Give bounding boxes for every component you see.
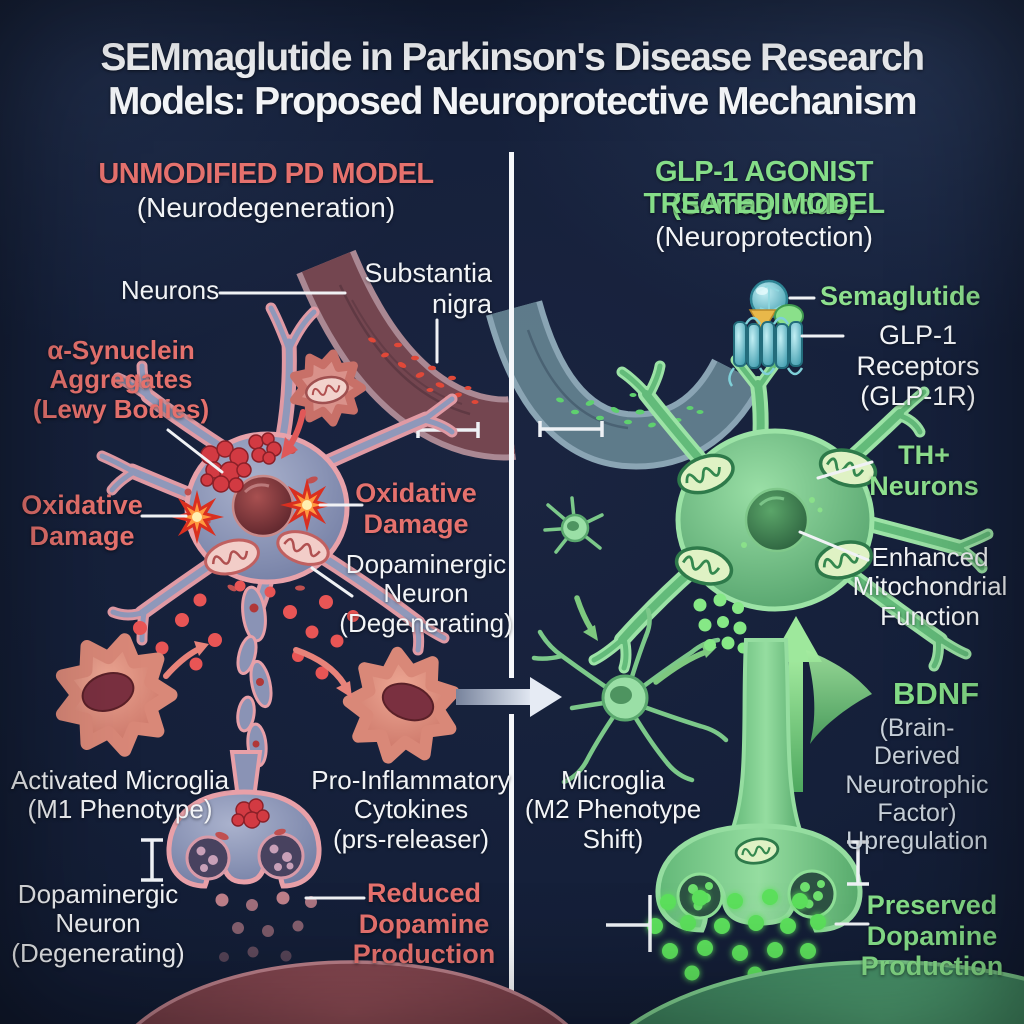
synuclein-label: α-Synuclein Aggregates (Lewy Bodies) [32, 335, 210, 424]
reduced-dopamine-label: Reduced Dopamine Production [352, 878, 496, 969]
reduced-dopamine-dots [215, 891, 317, 962]
postsynaptic-dome-right [629, 960, 1024, 1024]
microglia-arrow-up [163, 647, 200, 679]
dopaminergic-neuron-label: Dopaminergic Neuron (Degenerating) [339, 549, 513, 638]
right-panel-heading-line2: TREATED MODEL [643, 188, 885, 220]
cytokines-label: Pro-Inflammatory Cytokines (prs-releaser… [311, 765, 511, 854]
divider-line-bottom [509, 714, 514, 1024]
left-panel-subheading: (Neurodegeneration) [136, 192, 396, 223]
axon-debris [249, 603, 264, 748]
oxidative-damage-right-label: Oxidative Damage [355, 478, 477, 539]
transition-arrow [456, 677, 562, 717]
divider-line-top [509, 152, 514, 678]
th-neurons-label: TH+ Neurons [869, 440, 979, 501]
scale-bar-right [538, 421, 604, 437]
bracket-right-corner [606, 895, 652, 952]
synapse-aggregate [231, 798, 270, 829]
oxidative-damage-starburst-right [280, 478, 334, 532]
mitochondrial-function-label: Enhanced Mitochondrial Function [852, 542, 1008, 631]
bdnf-label: BDNF [892, 676, 980, 711]
oxidative-damage-left-label: Oxidative Damage [21, 490, 143, 551]
preserved-dopamine-label: Preserved Dopamine Production [860, 890, 1004, 981]
microglia-arrow-down [293, 647, 347, 687]
bracket-left [141, 838, 163, 882]
bdnf-sub-label: (Brain-Derived Neurotrophic Factor) Upre… [845, 714, 989, 855]
microglia-arrow-down-head [336, 681, 352, 698]
fragmented-axon [236, 585, 273, 792]
page-title: SEMmaglutide in Parkinson's Disease Rese… [100, 36, 925, 123]
degenerating-synapse-terminal [166, 750, 322, 889]
glp1-receptor-label: GLP-1 Receptors (GLP-1R) [856, 320, 980, 411]
dopaminergic-neuron-lower-label: Dopaminergic Neuron (Degenerating) [11, 879, 185, 968]
postsynaptic-dome-left [135, 960, 569, 1024]
substantia-nigra-right-illustration [486, 299, 764, 470]
free-mitochondrion-cell [290, 349, 367, 427]
activated-microglia-left [55, 633, 178, 757]
left-panel-heading: UNMODIFIED PD MODEL [98, 158, 434, 190]
semaglutide-label: Semaglutide [820, 281, 981, 311]
m2-arrow-down [574, 595, 594, 632]
damaged-mitochondrion-right [276, 530, 330, 566]
oxidative-damage-starburst-left [170, 490, 224, 544]
neurons-label: Neurons [120, 275, 220, 305]
degenerating-neuron-illustration [96, 302, 458, 656]
microglia-arrow-up-head [194, 641, 209, 656]
degeneration-arrow-down-head [281, 437, 298, 459]
soma-speckles [741, 497, 823, 548]
trophic-dots [693, 593, 749, 654]
glp1-receptor [728, 304, 804, 387]
activated-microglia-right [342, 646, 460, 764]
leader-lines [140, 291, 874, 926]
healthy-mitochondria [674, 448, 878, 586]
m2-microglia [531, 607, 729, 785]
m2-arrow-up [653, 649, 709, 685]
m2-microglia-small [543, 496, 604, 554]
activated-microglia-label: Activated Microglia (M1 Phenotype) [10, 765, 230, 825]
m2-arrow-down-head [583, 625, 598, 641]
preserved-dopamine-dots [647, 889, 826, 982]
substantia-nigra-label: Substantia nigra [364, 258, 492, 319]
right-panel-subheading: (Neuroprotection) [655, 221, 873, 252]
damaged-mitochondrion-left [204, 538, 260, 576]
m2-microglia-label: Microglia (M2 Phenotype Shift) [524, 765, 702, 854]
bracket-right-vertical [847, 840, 869, 886]
bdnf-swoosh [806, 650, 872, 744]
right-panel-heading-line1: GLP-1 AGONIST (Semaglutide) [655, 156, 874, 221]
